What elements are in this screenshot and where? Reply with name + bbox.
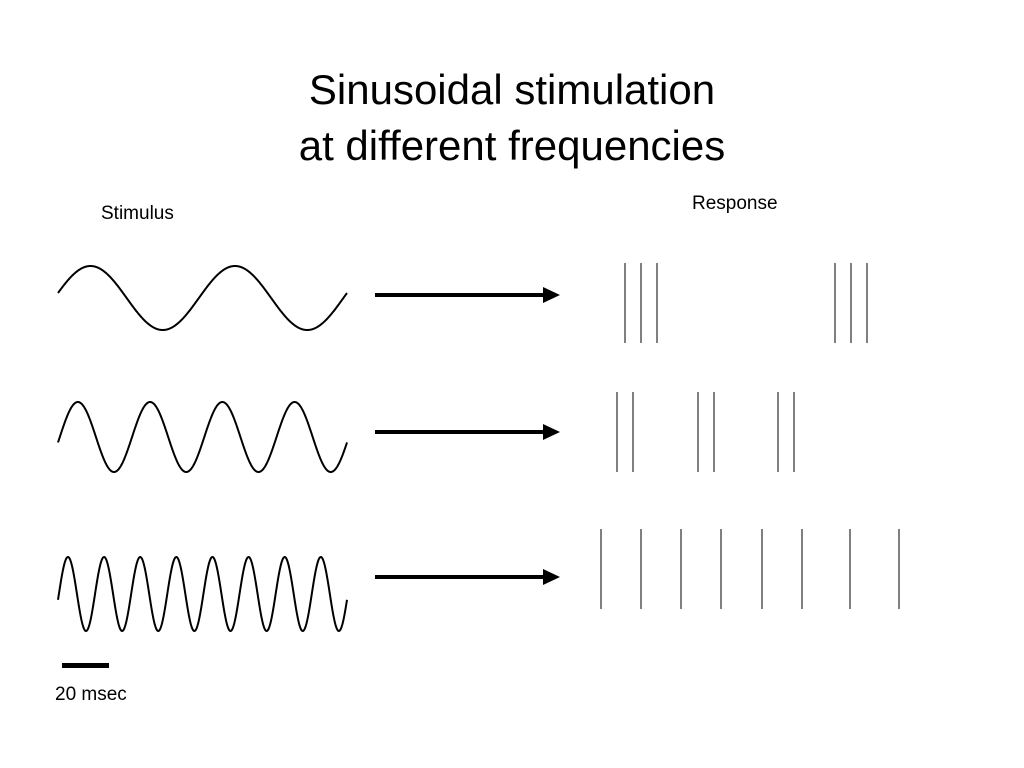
stimulus-wave-2 (57, 400, 348, 474)
arrows (375, 287, 560, 585)
stimulus-wave-1 (57, 265, 348, 331)
scale-label: 20 msec (55, 684, 127, 705)
response-label: Response (692, 193, 778, 214)
stimulus-waves (57, 265, 348, 633)
stimulus-label: Stimulus (101, 203, 174, 224)
title-line-1: Sinusoidal stimulation (308, 66, 716, 113)
response-spikes (600, 263, 900, 609)
title-line-2: at different frequencies (298, 122, 726, 169)
stimulus-wave-3 (57, 556, 348, 633)
arrow-head-2 (543, 424, 560, 440)
scale-bar (62, 663, 109, 668)
arrow-head-1 (543, 287, 560, 303)
slide-title: Sinusoidal stimulation at different freq… (0, 62, 1024, 174)
arrow-head-3 (543, 569, 560, 585)
